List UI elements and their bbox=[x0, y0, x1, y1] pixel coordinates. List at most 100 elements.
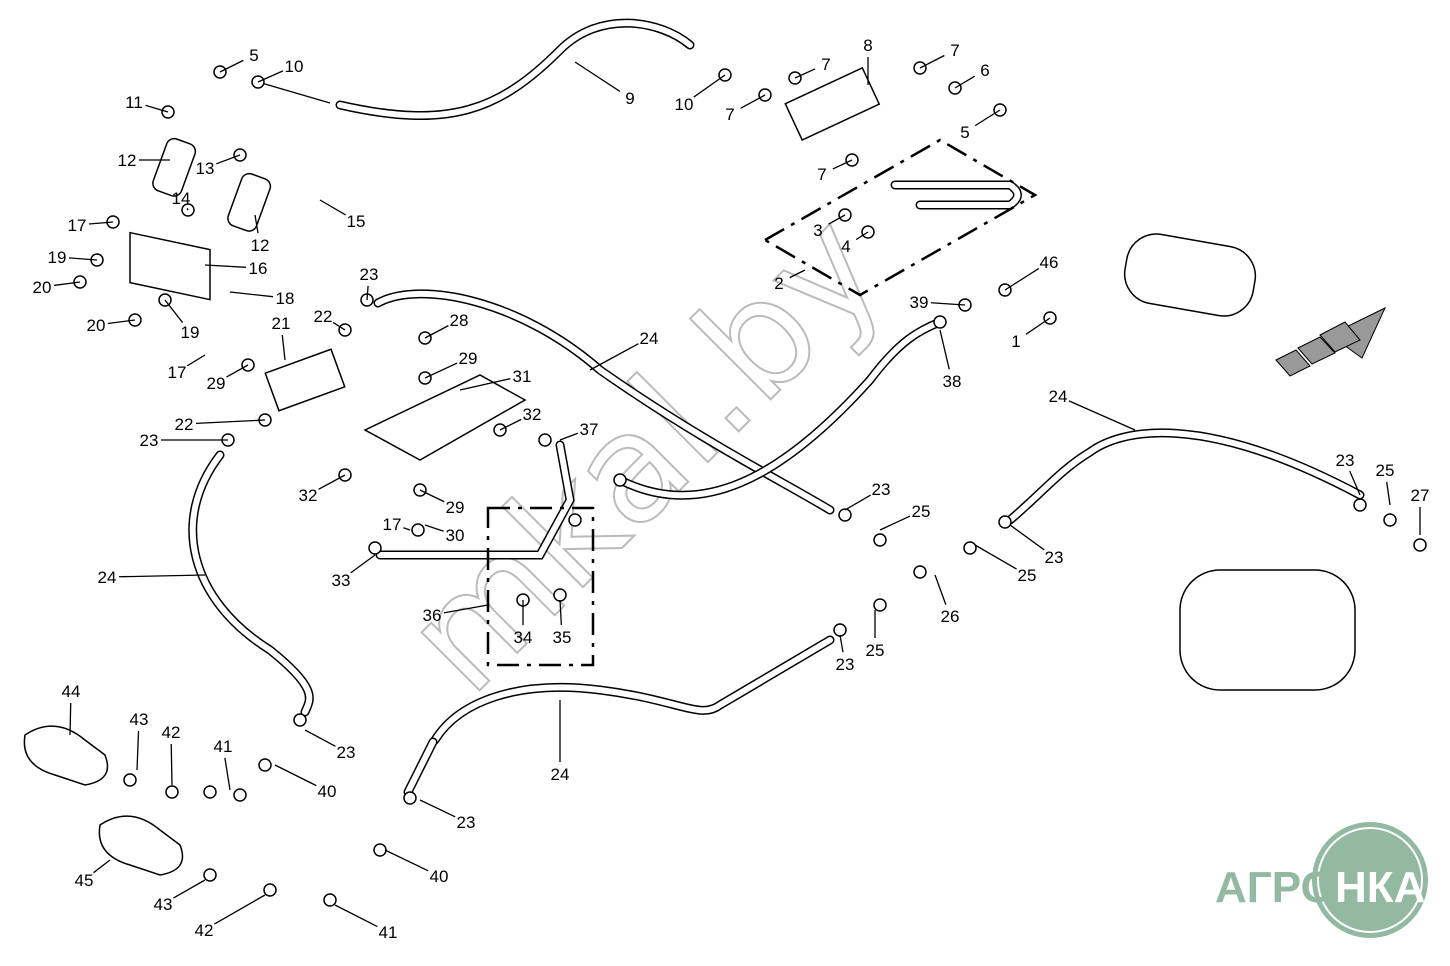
leader-line bbox=[195, 419, 266, 425]
callout-label: 1 bbox=[1011, 332, 1020, 351]
callout-label: 24 bbox=[640, 329, 659, 348]
leader-line bbox=[214, 894, 266, 925]
fitting bbox=[233, 788, 247, 802]
callout-label: 29 bbox=[207, 374, 226, 393]
callout-label: 45 bbox=[75, 871, 94, 890]
fitting bbox=[913, 565, 927, 579]
leader-line bbox=[693, 74, 726, 98]
callout-label: 41 bbox=[379, 923, 398, 942]
fitting bbox=[1353, 498, 1367, 512]
leader-line bbox=[219, 59, 244, 73]
fitting bbox=[1383, 513, 1397, 527]
callout-label: 23 bbox=[836, 655, 855, 674]
callout-label: 35 bbox=[553, 628, 572, 647]
callout-label: 17 bbox=[383, 515, 402, 534]
leader-line bbox=[304, 729, 336, 747]
callout-label: 23 bbox=[337, 743, 356, 762]
callout-label: 40 bbox=[430, 867, 449, 886]
leader-line bbox=[226, 364, 249, 378]
leader-line bbox=[257, 70, 284, 83]
fitting bbox=[833, 623, 847, 637]
fitting bbox=[165, 785, 179, 799]
callout-label: 39 bbox=[910, 293, 929, 312]
callout-label: 19 bbox=[181, 323, 200, 342]
callout-label: 27 bbox=[1411, 486, 1430, 505]
leader-lines bbox=[53, 54, 1421, 928]
leader-line bbox=[136, 730, 140, 771]
callout-label: 7 bbox=[725, 105, 734, 124]
callout-label: 17 bbox=[68, 216, 87, 235]
callout-label: 17 bbox=[168, 363, 187, 382]
fitting bbox=[873, 533, 887, 547]
leader-line bbox=[403, 527, 411, 531]
leader-line bbox=[930, 302, 966, 306]
callout-label: 16 bbox=[249, 259, 268, 278]
callout-label: 34 bbox=[514, 628, 533, 647]
leader-line bbox=[254, 214, 259, 234]
callout-label: 6 bbox=[980, 61, 989, 80]
callout-label: 10 bbox=[285, 57, 304, 76]
leader-line bbox=[68, 257, 98, 261]
callout-label: 38 bbox=[943, 372, 962, 391]
fitting bbox=[568, 513, 582, 527]
leader-line bbox=[589, 343, 639, 371]
callout-label: 31 bbox=[513, 367, 532, 386]
callout-label: 24 bbox=[1049, 387, 1068, 406]
callout-label: 5 bbox=[249, 46, 258, 65]
callout-label: 29 bbox=[446, 498, 465, 517]
leader-line bbox=[164, 299, 184, 323]
callout-label: 24 bbox=[551, 765, 570, 784]
logo-text-left: АГРО bbox=[1215, 863, 1335, 912]
callout-label: 4 bbox=[841, 237, 850, 256]
leader-line bbox=[88, 221, 114, 225]
air-tank bbox=[1179, 569, 1356, 691]
callout-label: 23 bbox=[1045, 548, 1064, 567]
leader-line bbox=[424, 362, 458, 379]
callout-label: 44 bbox=[62, 682, 81, 701]
callout-label: 12 bbox=[251, 236, 270, 255]
leader-line bbox=[879, 515, 911, 531]
callout-label: 41 bbox=[214, 737, 233, 756]
watermark: mkal.by bbox=[371, 180, 917, 726]
leader-line bbox=[319, 199, 346, 216]
plate-16 bbox=[129, 231, 211, 301]
leader-line bbox=[974, 544, 1017, 570]
spring-12b bbox=[227, 172, 272, 232]
callout-label: 37 bbox=[580, 420, 599, 439]
callout-label: 26 bbox=[941, 607, 960, 626]
logo-text-right: НКА bbox=[1335, 863, 1425, 912]
callout-label: 40 bbox=[318, 782, 337, 801]
leader-line bbox=[740, 94, 766, 109]
callout-label: 32 bbox=[523, 405, 542, 424]
leader-line bbox=[939, 329, 950, 370]
callout-label: 5 bbox=[960, 123, 969, 142]
callout-label: 46 bbox=[1040, 253, 1059, 272]
leader-line bbox=[186, 354, 206, 367]
callout-label: 28 bbox=[450, 311, 469, 330]
callout-label: 42 bbox=[162, 723, 181, 742]
leader-line bbox=[934, 574, 947, 605]
fitting bbox=[538, 433, 552, 447]
roller-assembly bbox=[1123, 233, 1257, 317]
leader-line bbox=[170, 743, 173, 786]
callout-label: 30 bbox=[446, 526, 465, 545]
fitting bbox=[203, 868, 217, 882]
watermark-text: mkal.by bbox=[372, 181, 916, 725]
leader-line bbox=[844, 494, 871, 511]
kit-box-2 bbox=[762, 138, 1038, 297]
spring-12a bbox=[152, 137, 197, 197]
components bbox=[23, 61, 1427, 907]
callout-label: 25 bbox=[912, 502, 931, 521]
leader-line bbox=[173, 879, 206, 899]
callout-label: 9 bbox=[625, 89, 634, 108]
callout-label: 15 bbox=[347, 212, 366, 231]
fitting bbox=[293, 713, 307, 727]
leader-line bbox=[855, 231, 869, 241]
callout-label: 43 bbox=[130, 710, 149, 729]
leader-line bbox=[334, 904, 378, 928]
master-cylinder-8 bbox=[784, 66, 881, 142]
leader-line bbox=[839, 634, 844, 653]
leader-line bbox=[443, 604, 489, 614]
leader-line bbox=[559, 432, 579, 441]
